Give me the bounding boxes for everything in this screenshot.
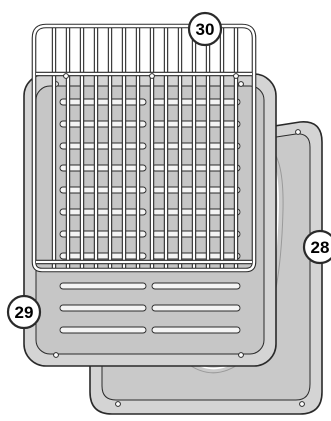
baking-tray-rivet	[299, 401, 305, 407]
wire-rack-weld-dot	[233, 73, 239, 79]
drip-pan-rivet	[53, 352, 59, 358]
wire-rack-weld-dot	[63, 73, 69, 79]
wire-rack-frame-inner	[32, 24, 256, 272]
callout-drip-pan: 29	[6, 294, 42, 330]
drip-pan-slot	[59, 304, 147, 312]
drip-pan-slot	[59, 282, 147, 290]
drip-pan-rivet	[238, 352, 244, 358]
callout-drip-pan-circle	[6, 294, 42, 330]
wire-rack-weld-dot	[149, 73, 155, 79]
drip-pan-slot	[151, 304, 241, 312]
callout-baking-tray: 28	[302, 229, 331, 265]
drip-pan-slot	[151, 326, 241, 334]
wire-rack	[31, 23, 257, 273]
wire-rack-bars	[51, 28, 239, 268]
callout-rack: 30	[187, 11, 223, 47]
callout-rack-circle	[187, 11, 223, 47]
drip-pan-slot	[59, 208, 147, 216]
baking-tray-rivet	[295, 129, 301, 135]
callout-drip-pan-number: 29	[15, 303, 34, 322]
drip-pan-slot	[59, 120, 147, 128]
drip-pan-slot	[59, 164, 147, 172]
baking-tray-rivet	[115, 401, 121, 407]
drip-pan-slot	[59, 98, 147, 106]
drip-pan-slot	[59, 186, 147, 194]
drip-pan-slot	[59, 252, 147, 260]
drip-pan-rivet	[238, 81, 244, 87]
callout-rack-number: 30	[196, 20, 215, 39]
callout-baking-tray-number: 28	[311, 238, 330, 257]
drip-pan-slot	[151, 282, 241, 290]
drip-pan-slot	[59, 142, 147, 150]
drip-pan-slot	[59, 230, 147, 238]
callout-baking-tray-circle	[302, 229, 331, 265]
drip-pan-slot	[59, 326, 147, 334]
